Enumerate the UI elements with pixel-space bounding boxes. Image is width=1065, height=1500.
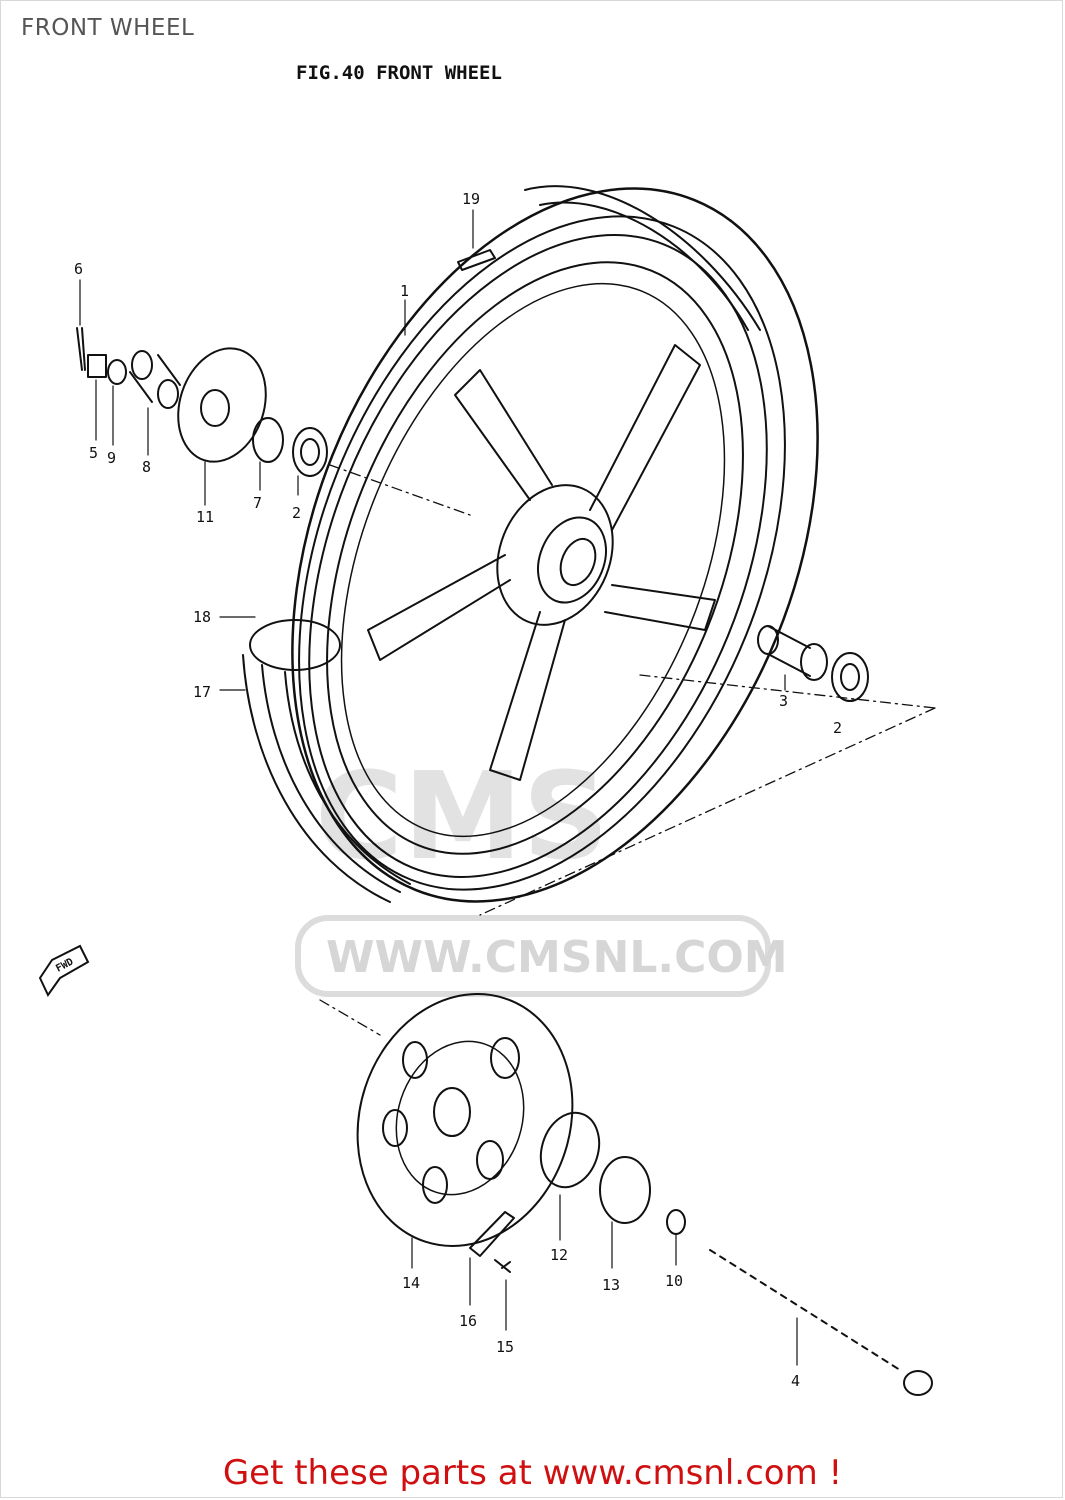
wheel-spokes [367,344,716,781]
part-3-spacer-flange [800,643,828,681]
part-4-axle-head [903,1370,933,1396]
part-4-axle-line [709,1249,901,1371]
callout-14: 14 [402,1274,420,1292]
spoke-5 [367,554,511,661]
fwd-arrow-marker: FWD [38,944,90,997]
callout-15: 15 [496,1338,514,1356]
wheel-assembly [242,185,819,903]
part-18-tube-section [249,619,341,671]
tire-tread-1 [242,654,391,903]
part-11-center [200,389,230,427]
spoke-4 [489,611,566,781]
align-line-disc [319,999,381,1036]
wheel-hub [496,484,614,626]
spoke-2 [589,344,701,531]
hub-outer [496,484,614,626]
callout-10: 10 [665,1272,683,1290]
part-8-spacer [129,354,181,403]
callout-13: 13 [602,1276,620,1294]
callout-8: 8 [142,458,151,476]
watermark-url-box [295,915,771,997]
callout-11: 11 [196,508,214,526]
callout-9: 9 [107,449,116,467]
callout-18: 18 [193,608,211,626]
part-14-brake-disc [356,993,574,1247]
callout-16: 16 [459,1312,477,1330]
part-2b-bearing-inner [840,663,860,691]
page-title: FRONT WHEEL [21,15,195,41]
part-7-dust-seal [252,417,284,463]
part-2-bearing [292,427,328,477]
callout-17: 17 [193,683,211,701]
alignment-lines [319,464,936,1036]
disc-hole-1 [490,1037,520,1079]
disc-hole-3 [382,1109,408,1147]
brake-disc-group [356,993,933,1396]
part-8-spacer-end [131,350,153,380]
part-2b-bearing [831,652,869,702]
callout-6: 6 [74,260,83,278]
footer-cta: Get these parts at www.cmsnl.com ! [0,1453,1065,1493]
figure-title: FIG.40 FRONT WHEEL [296,62,502,84]
callout-2: 2 [292,504,301,522]
part-8-spacer-end-2 [157,379,179,409]
part-2-bearing-inner [300,438,320,466]
part-10-ring [666,1209,686,1235]
part-6-cotter-pin [76,327,86,371]
align-line-right [639,674,936,709]
callout-3: 3 [779,692,788,710]
callout-19: 19 [462,190,480,208]
align-line-back [479,707,936,916]
fwd-arrow-icon [38,944,90,997]
hub-bore-inner [559,537,597,587]
part-11-speedometer-gearbox [177,347,267,463]
watermark-url: WWW.CMSNL.COM [326,932,788,983]
right-side-parts [757,625,869,702]
disc-hole-5 [476,1140,504,1180]
part-5-axle-nut [87,354,107,378]
tire-tread-2 [261,664,401,893]
footer-link[interactable]: Get these parts at www.cmsnl.com ! [222,1453,843,1493]
leader-lines [79,209,798,1366]
part-13-speedo-drive [599,1156,651,1224]
part-19-valve [457,249,496,271]
part-9-washer [107,359,127,385]
rim-lip [340,282,726,838]
callout-labels: 6 5 9 8 11 7 2 1 19 18 17 3 2 14 12 13 1… [74,190,842,1390]
align-line-left [329,464,471,516]
part-16-lock-washer [469,1211,515,1257]
spoke-3 [604,584,716,631]
part-12-disc-cover [539,1111,601,1189]
disc-hole-2 [402,1041,428,1079]
brake-disc-center [433,1087,471,1137]
rim-outer [308,234,768,878]
rim-inner [326,261,744,855]
hub-bore [537,516,607,604]
disc-hole-4 [422,1166,448,1204]
tire-tread-3 [284,671,411,885]
callout-7: 7 [253,494,262,512]
brake-disc-inner [395,1040,525,1196]
callout-5: 5 [89,444,98,462]
callout-1: 1 [400,282,409,300]
tire-tread-top-2 [539,201,749,331]
part-15-bolt [494,1259,511,1273]
callout-4: 4 [791,1372,800,1390]
tire-tread-top-1 [524,185,761,331]
tire-inner [298,215,786,891]
left-side-parts [76,327,328,477]
spoke-1 [454,369,553,501]
callout-2b: 2 [833,719,842,737]
callout-12: 12 [550,1246,568,1264]
